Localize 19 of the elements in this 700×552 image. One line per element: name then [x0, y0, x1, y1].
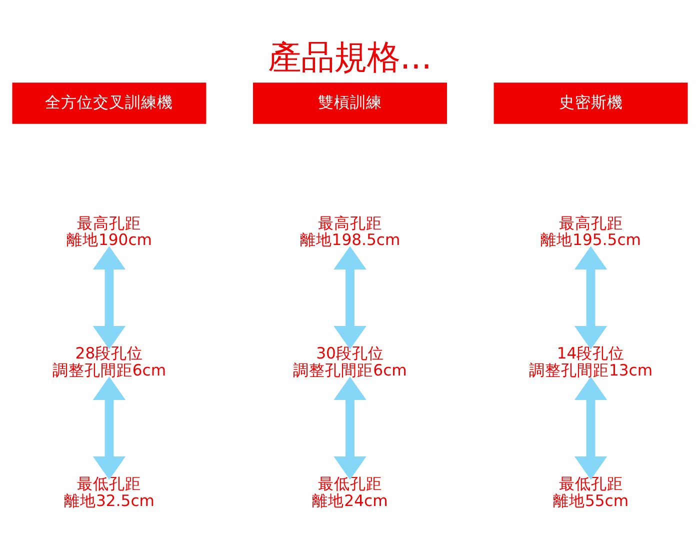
- node-text: 最低孔距 離地55cm: [552, 475, 629, 510]
- node-text: 最高孔距 離地195.5cm: [540, 214, 641, 250]
- arrow: [92, 376, 126, 480]
- arrow: [334, 376, 366, 480]
- node-text: 14段孔位 調整孔間距13cm: [528, 344, 653, 380]
- node-text: 最低孔距 離地32.5cm: [64, 475, 154, 510]
- node-box: 史密斯機: [494, 82, 688, 124]
- arrow: [574, 376, 608, 480]
- node-text: 最低孔距 離地24cm: [312, 475, 388, 510]
- node-box: 雙槓訓練: [253, 82, 447, 124]
- node-text: 最高孔距 離地198.5cm: [300, 214, 400, 250]
- node-box: 全方位交叉訓練機: [12, 82, 206, 124]
- node-text: 28段孔位 調整孔間距6cm: [52, 344, 166, 380]
- node-text: 最高孔距 離地190cm: [66, 214, 152, 250]
- arrow: [334, 246, 366, 350]
- node-text: 30段孔位 調整孔間距6cm: [293, 344, 407, 380]
- arrow: [92, 246, 126, 350]
- arrow: [574, 246, 608, 350]
- diagram-title: 產品規格...: [268, 38, 432, 77]
